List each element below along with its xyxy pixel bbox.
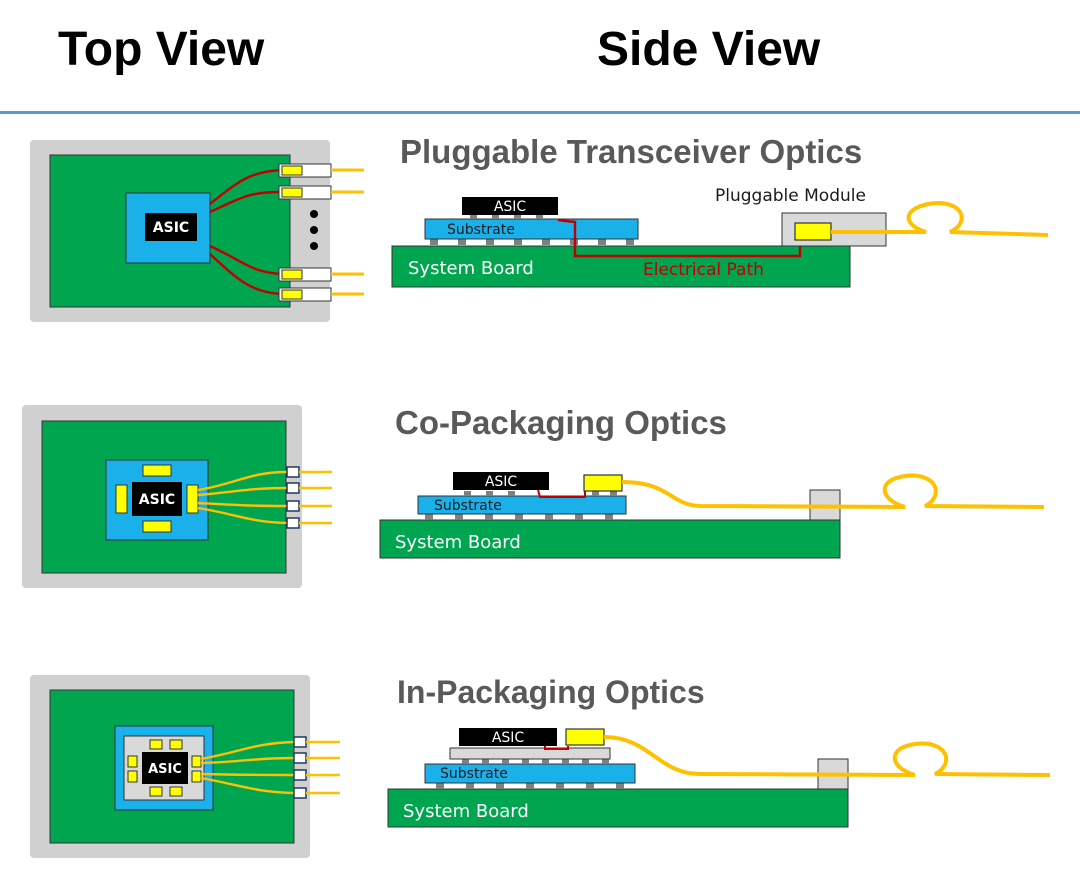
fiber-leads-top — [299, 470, 332, 525]
in-packaging-top-view: ASIC — [30, 675, 340, 858]
asic-label-top: ASIC — [148, 762, 182, 777]
pluggable-module-label: Pluggable Module — [715, 186, 866, 206]
asic-chip-side — [462, 197, 558, 215]
optical-engines-top — [115, 464, 199, 533]
optical-engine-side — [565, 728, 605, 746]
asic-chip-side — [453, 472, 549, 490]
asic-chip-top — [142, 752, 188, 784]
asic-label-top: ASIC — [139, 492, 175, 508]
co-packaging-optics-title: Co-Packaging Optics — [395, 404, 727, 441]
top-view-header: Top View — [58, 23, 265, 76]
pluggable-cages-top — [278, 163, 332, 302]
fiber-leads-top — [331, 168, 364, 296]
system-board-label: System Board — [403, 801, 529, 822]
asic-chip-top — [145, 213, 197, 241]
optical-engine-side — [583, 474, 623, 492]
co-packaging-side-view: System Board Substrate ASIC — [379, 472, 1045, 559]
asic-chip-top — [132, 482, 182, 516]
fiber-side-2 — [621, 473, 1045, 509]
substrate-side — [424, 763, 636, 784]
asic-label-top: ASIC — [153, 220, 189, 236]
asic-chip-side — [459, 728, 557, 746]
substrate-label: Substrate — [434, 498, 502, 514]
more-ports-ellipsis — [310, 210, 318, 250]
fiber-leads-top — [306, 740, 340, 795]
electrical-path-label: Electrical Path — [643, 260, 764, 280]
system-board-side — [387, 788, 849, 828]
asic-label-side: ASIC — [492, 730, 525, 746]
side-view-header: Side View — [597, 23, 821, 76]
solder-balls — [430, 239, 634, 245]
co-packaging-top-view: ASIC — [22, 405, 332, 588]
electrical-path-line — [544, 746, 569, 750]
substrate-label: Substrate — [440, 766, 508, 782]
substrate-side — [417, 495, 627, 515]
electrical-path-line — [557, 218, 802, 258]
optical-engines-top — [127, 739, 202, 797]
fiber-traces-top — [200, 740, 295, 795]
pluggable-optics-title: Pluggable Transceiver Optics — [400, 133, 863, 170]
system-board-label: System Board — [408, 258, 534, 279]
system-board-label: System Board — [395, 532, 521, 553]
pluggable-side-view: System Board Substrate ASIC Electrical P… — [391, 186, 1049, 288]
fiber-side-1 — [831, 201, 1049, 237]
fiber-side-3 — [603, 735, 1051, 777]
asic-label-side: ASIC — [485, 474, 518, 490]
asic-label-side: ASIC — [494, 199, 527, 215]
electrical-path-line — [537, 489, 586, 498]
substrate-label: Substrate — [447, 222, 515, 238]
in-packaging-optics-title: In-Packaging Optics — [397, 674, 705, 710]
system-board-side — [391, 245, 851, 288]
substrate-side — [424, 218, 639, 240]
in-packaging-side-view: System Board Substrate ASIC — [387, 728, 1051, 828]
interposer-side — [449, 747, 611, 760]
header-divider — [0, 111, 1080, 114]
fiber-traces-top — [197, 470, 288, 525]
electrical-traces-top — [209, 168, 283, 296]
pluggable-top-view: ASIC — [30, 140, 364, 322]
optical-engine-module — [794, 222, 832, 241]
